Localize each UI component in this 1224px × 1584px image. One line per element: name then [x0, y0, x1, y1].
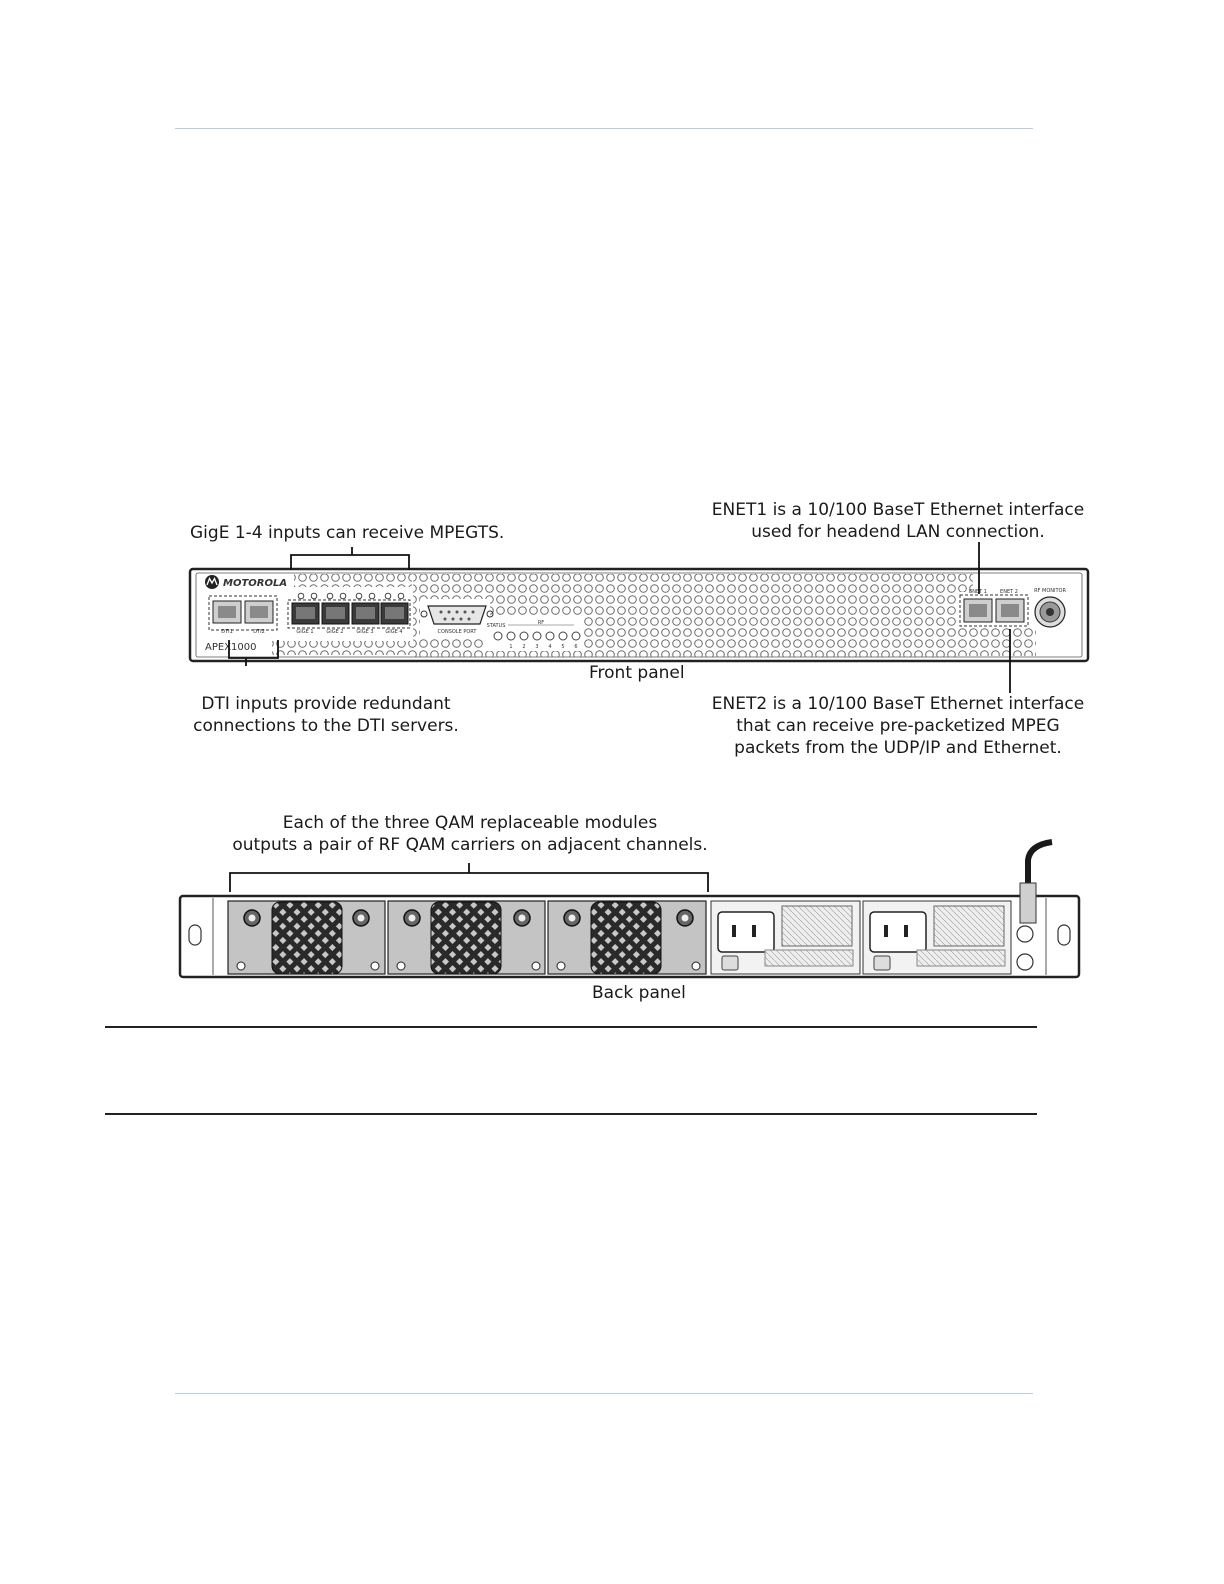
rf-leds — [493, 631, 581, 641]
enet2-callout-line3: packets from the UDP/IP and Ethernet. — [734, 738, 1062, 758]
rf-num-1: 1 — [509, 644, 512, 650]
figure-separator-bottom — [105, 1113, 1037, 1115]
brand-label: MOTOROLA — [223, 578, 287, 589]
gige1-label: GIGE 1 — [296, 629, 313, 635]
console-port-label: CONSOLE PORT — [438, 629, 478, 635]
qam-module-2[interactable] — [387, 900, 546, 975]
qam-callout: Each of the three QAM replaceable module… — [200, 812, 740, 856]
qam-module-3[interactable] — [547, 900, 707, 975]
dti-callout: DTI inputs provide redundant connections… — [180, 693, 472, 737]
enet2-callout: ENET2 is a 10/100 BaseT Ethernet interfa… — [700, 693, 1096, 759]
console-port[interactable] — [420, 605, 494, 625]
front-callouts — [228, 542, 1011, 693]
gige4-label: GIGE 4 — [385, 629, 402, 635]
qam-bracket — [229, 863, 709, 892]
rf-monitor-label: RF MONITOR — [1034, 588, 1066, 594]
gige1-port[interactable] — [291, 602, 320, 625]
qam-module-1[interactable] — [227, 900, 386, 975]
enet2-port-label: ENET 2 — [1000, 589, 1018, 595]
gige-leds — [297, 592, 405, 600]
enet1-callout: ENET1 is a 10/100 BaseT Ethernet interfa… — [700, 499, 1096, 543]
dti1-port[interactable] — [212, 600, 242, 624]
enet2-port[interactable] — [995, 598, 1025, 623]
front-panel-caption: Front panel — [589, 663, 685, 683]
dti1-label: DTI1 — [221, 629, 233, 635]
qam-callout-line2: outputs a pair of RF QAM carriers on adj… — [232, 835, 708, 855]
rf-num-5: 5 — [561, 644, 564, 650]
enet1-callout-line1: ENET1 is a 10/100 BaseT Ethernet interfa… — [711, 500, 1085, 520]
footer-rule — [175, 1393, 1033, 1394]
rf-num-3: 3 — [535, 644, 538, 650]
back-panel — [178, 839, 1081, 979]
rf-monitor-connector[interactable] — [1034, 596, 1066, 628]
front-panel: MOTOROLA DTI1 DTI2 APEX1000 — [188, 567, 1090, 663]
model-label: APEX1000 — [205, 642, 257, 653]
gige3-label: GIGE 3 — [356, 629, 373, 635]
power-supply-1[interactable] — [710, 900, 861, 975]
enet1-port-label: ENET 1 — [969, 589, 987, 595]
rf-num-4: 4 — [548, 644, 551, 650]
header-rule — [175, 128, 1033, 129]
status-label: STATUS — [487, 623, 506, 629]
gige2-label: GIGE 2 — [326, 629, 343, 635]
gige3-port[interactable] — [351, 602, 380, 625]
dti2-port[interactable] — [244, 600, 274, 624]
qam-callout-line1: Each of the three QAM replaceable module… — [282, 813, 658, 833]
gige-callout: GigE 1-4 inputs can receive MPEGTS. — [190, 523, 505, 543]
figure-separator-top — [105, 1026, 1037, 1028]
ground-cable — [1016, 839, 1053, 971]
rf-num-6: 6 — [574, 644, 577, 650]
rf-num-2: 2 — [522, 644, 525, 650]
enet1-port[interactable] — [963, 598, 993, 623]
dti2-label: DTI2 — [253, 629, 265, 635]
enet2-callout-line2: that can receive pre-packetized MPEG — [736, 716, 1060, 736]
enet2-callout-line1: ENET2 is a 10/100 BaseT Ethernet interfa… — [711, 694, 1085, 714]
gige2-port[interactable] — [321, 602, 350, 625]
back-panel-caption: Back panel — [592, 983, 686, 1003]
rf-label: RF — [538, 620, 544, 626]
dti-callout-line1: DTI inputs provide redundant — [201, 694, 451, 714]
enet1-callout-line2: used for headend LAN connection. — [751, 522, 1045, 542]
power-supply-2[interactable] — [862, 900, 1012, 975]
gige4-port[interactable] — [380, 602, 409, 625]
dti-callout-line2: connections to the DTI servers. — [193, 716, 459, 736]
